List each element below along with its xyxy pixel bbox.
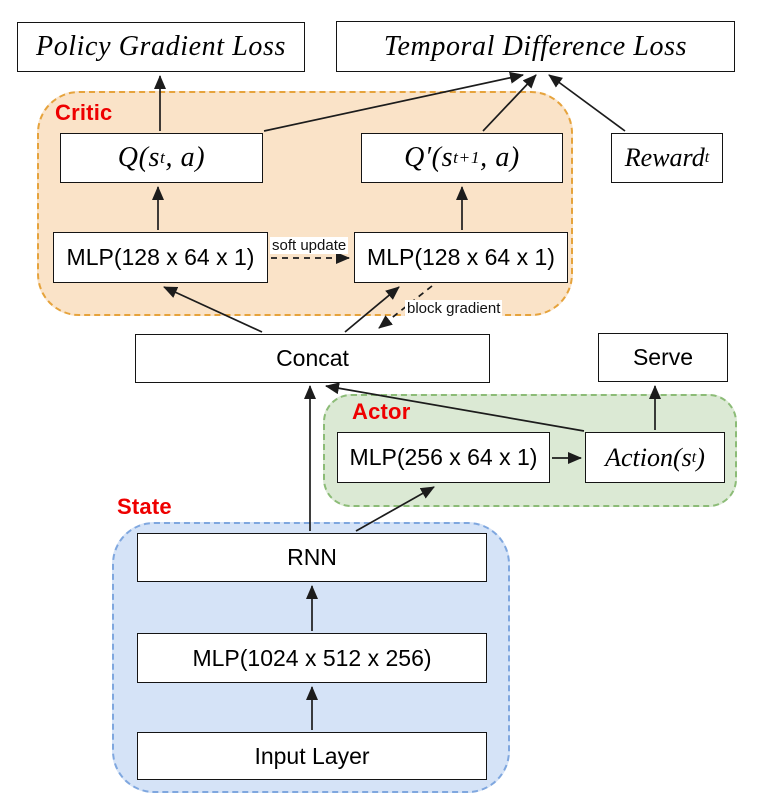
block-gradient-edge-label: block gradient [405, 300, 503, 317]
action-text: Action(s [605, 442, 692, 472]
node-temporal-difference-loss: Temporal Difference Loss [336, 21, 735, 72]
action-text-post: ) [696, 442, 705, 472]
q-target-subscript: t+1 [453, 148, 481, 167]
state-mlp-label: MLP(1024 x 512 x 256) [192, 644, 432, 671]
node-policy-gradient-loss: Policy Gradient Loss [17, 22, 305, 72]
serve-label: Serve [632, 344, 694, 370]
q-target-text-post: , a) [480, 142, 520, 173]
q-value-subscript: t [160, 148, 166, 167]
edge-action-to-concat [325, 382, 585, 432]
input-layer-label: Input Layer [254, 742, 370, 769]
edge-q-to-td-loss [263, 71, 524, 132]
node-rnn: RNN [137, 533, 487, 582]
node-actor-mlp: MLP(256 x 64 x 1) [337, 432, 550, 483]
node-state-mlp: MLP(1024 x 512 x 256) [137, 633, 487, 683]
actor-mlp-label: MLP(256 x 64 x 1) [349, 444, 538, 470]
rnn-label: RNN [287, 544, 337, 570]
node-critic-mlp-target: MLP(128 x 64 x 1) [354, 232, 568, 283]
actor-region-label: Actor [352, 399, 411, 424]
node-concat: Concat [135, 334, 490, 383]
reward-text: Reward [624, 143, 705, 172]
critic-mlp-target-label: MLP(128 x 64 x 1) [367, 244, 555, 270]
soft-update-edge-label: soft update [270, 237, 349, 254]
q-target-text: Q′(s [404, 142, 454, 173]
state-region-label: State [117, 494, 172, 519]
critic-region-label: Critic [55, 100, 113, 125]
edge-concat-to-mlp-online [163, 286, 263, 333]
edge-concat-to-mlp-target [344, 286, 400, 333]
q-value-text: Q(s [117, 142, 161, 173]
node-serve: Serve [598, 333, 728, 382]
node-input-layer: Input Layer [137, 732, 487, 780]
policy-gradient-loss-label: Policy Gradient Loss [36, 31, 286, 62]
edge-q-target-to-td-loss [482, 74, 537, 132]
node-critic-mlp-online: MLP(128 x 64 x 1) [53, 232, 268, 283]
edge-reward-to-td-loss [548, 74, 626, 132]
temporal-difference-loss-label: Temporal Difference Loss [383, 30, 688, 62]
concat-label: Concat [276, 345, 349, 371]
q-value-text-post: , a) [165, 142, 206, 173]
critic-mlp-online-label: MLP(128 x 64 x 1) [66, 244, 255, 270]
edge-rnn-to-actor-mlp [355, 486, 435, 532]
reward-subscript: t [704, 149, 710, 166]
action-subscript: t [691, 448, 697, 466]
